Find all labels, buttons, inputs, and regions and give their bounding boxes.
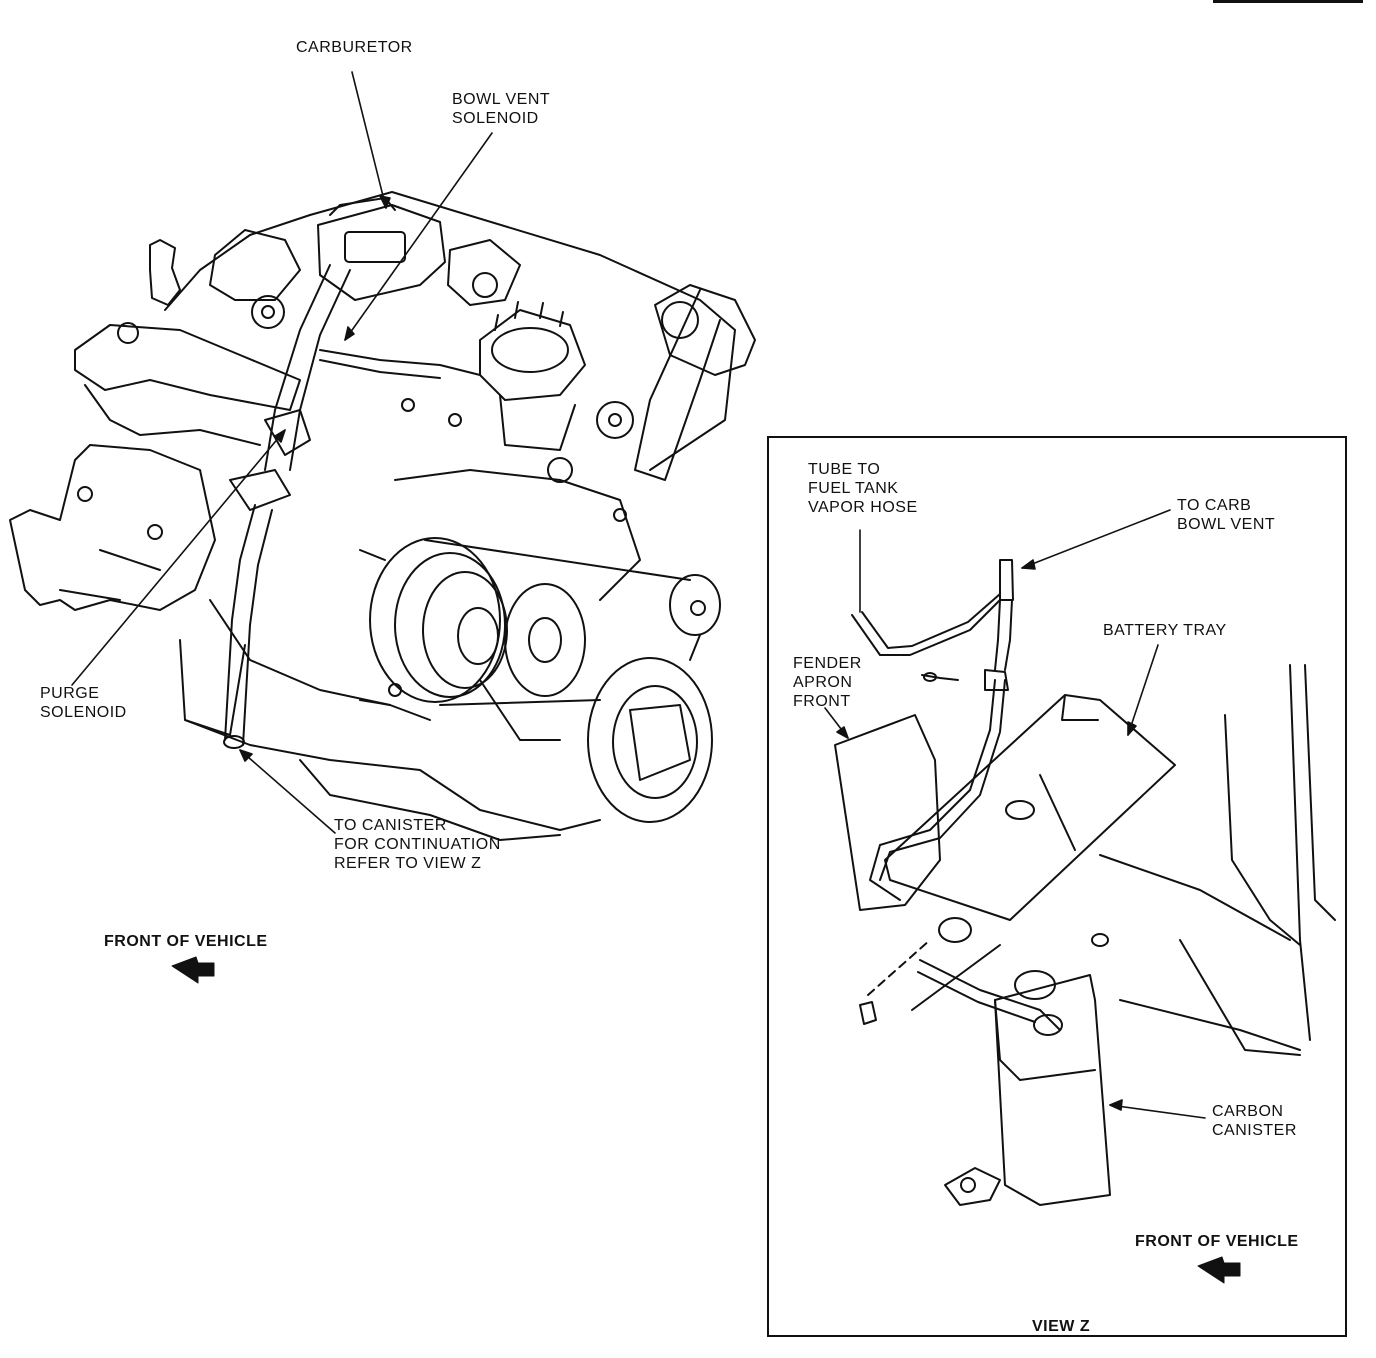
- top-rule: [1213, 0, 1363, 3]
- engine-leader-lines: [71, 71, 493, 834]
- front-arrow-left-icon: [171, 956, 215, 984]
- view-z-drawing: [834, 559, 1336, 1206]
- label-bowl-vent-solenoid: BOWL VENT SOLENOID: [452, 91, 551, 127]
- label-battery-tray: BATTERY TRAY: [1103, 622, 1227, 639]
- label-carbon-canister: CARBON CANISTER: [1212, 1103, 1297, 1139]
- label-to-canister: TO CANISTER FOR CONTINUATION REFER TO VI…: [334, 817, 501, 872]
- label-to-carb-bowl-vent: TO CARB BOWL VENT: [1177, 497, 1276, 533]
- front-arrow-right-icon: [1197, 1256, 1241, 1284]
- label-view-z: VIEW Z: [1032, 1318, 1091, 1335]
- label-tube-to-fuel-tank: TUBE TO FUEL TANK VAPOR HOSE: [808, 461, 918, 516]
- view-z-frame: [767, 436, 1347, 1337]
- label-carburetor: CARBURETOR: [296, 39, 413, 56]
- label-front-of-vehicle-right: FRONT OF VEHICLE: [1135, 1233, 1299, 1250]
- view-z-leader-lines: [824, 509, 1206, 1119]
- label-front-of-vehicle-left: FRONT OF VEHICLE: [104, 933, 268, 950]
- label-fender-apron-front: FENDER APRON FRONT: [793, 655, 862, 710]
- label-purge-solenoid: PURGE SOLENOID: [40, 685, 127, 721]
- engine-assembly: [9, 191, 756, 841]
